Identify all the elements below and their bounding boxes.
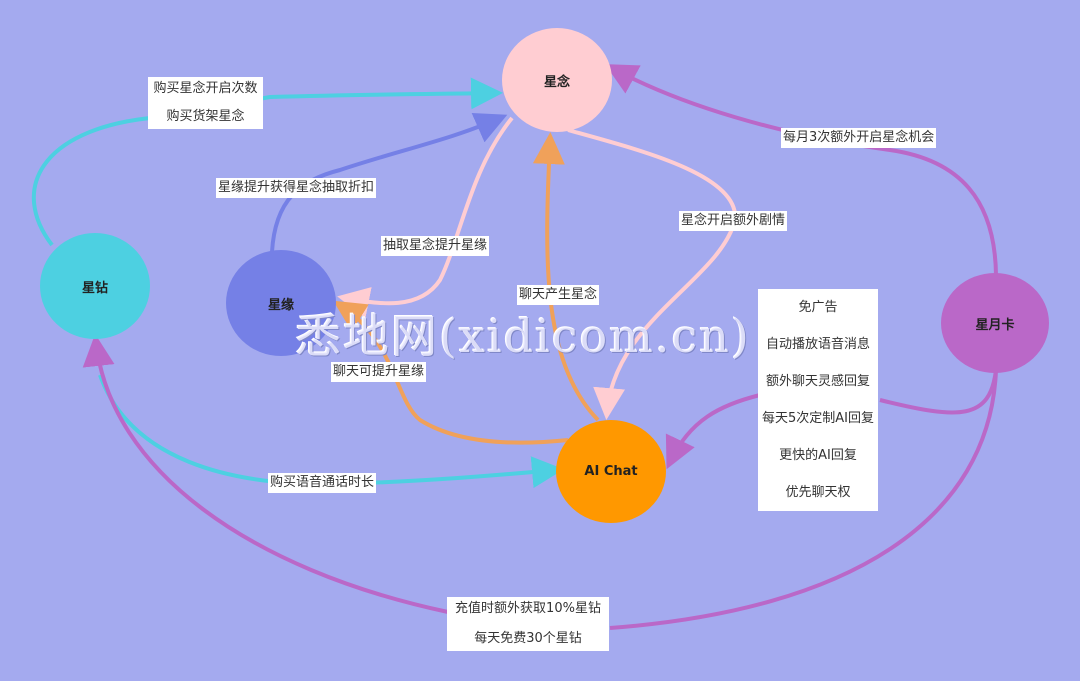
edge-zuan-to-chat (98, 374, 564, 489)
edge-label-chat-to-yuan: 聊天可提升星缘 (331, 362, 427, 382)
edge-label-nian-to-chat: 星念开启额外剧情 (679, 211, 788, 231)
node-aichat[interactable]: AI Chat (556, 420, 666, 523)
edge-label-zuan-to-nian: 购买星念开启次数 购买货架星念 (148, 77, 263, 129)
edge-chat-to-yuan (333, 300, 569, 445)
edge-label-chat-to-nian: 聊天产生星念 (517, 285, 600, 305)
node-xingzuan[interactable]: 星钻 (40, 233, 150, 339)
edge-card-to-nian (604, 64, 998, 276)
node-xingyueka[interactable]: 星月卡 (941, 273, 1049, 373)
edge-label-zuan-to-chat: 购买语音通话时长 (268, 473, 377, 493)
node-label: 星钻 (81, 280, 108, 296)
edge-label-card-to-nian: 每月3次额外开启星念机会 (781, 128, 937, 148)
edge-label-yuan-to-nian: 星缘提升获得星念抽取折扣 (216, 178, 377, 198)
edge-zuan-to-nian (31, 77, 503, 247)
edge-chat-to-nian (532, 132, 600, 422)
edge-label-card-to-zuan: 充值时额外获取10%星钻 每天免费30个星钻 (447, 597, 609, 651)
edge-label-card-to-chat: 免广告 自动播放语音消息 额外聊天灵感回复 每天5次定制AI回复 更快的AI回复… (758, 289, 878, 511)
edge-nian-to-chat (567, 128, 738, 420)
node-label: AI Chat (584, 464, 638, 479)
node-xingnian[interactable]: 星念 (502, 28, 612, 132)
edge-yuan-to-nian (270, 113, 508, 253)
node-label: 星念 (543, 74, 570, 90)
edge-label-nian-to-yuan: 抽取星念提升星缘 (381, 236, 490, 256)
node-label: 星月卡 (975, 317, 1015, 333)
edge-card-to-zuan (96, 342, 998, 630)
edge-nian-to-yuan (337, 116, 514, 319)
edge-card-to-chat (670, 369, 998, 462)
node-label: 星缘 (267, 297, 294, 313)
node-xingyuan[interactable]: 星缘 (226, 250, 336, 356)
